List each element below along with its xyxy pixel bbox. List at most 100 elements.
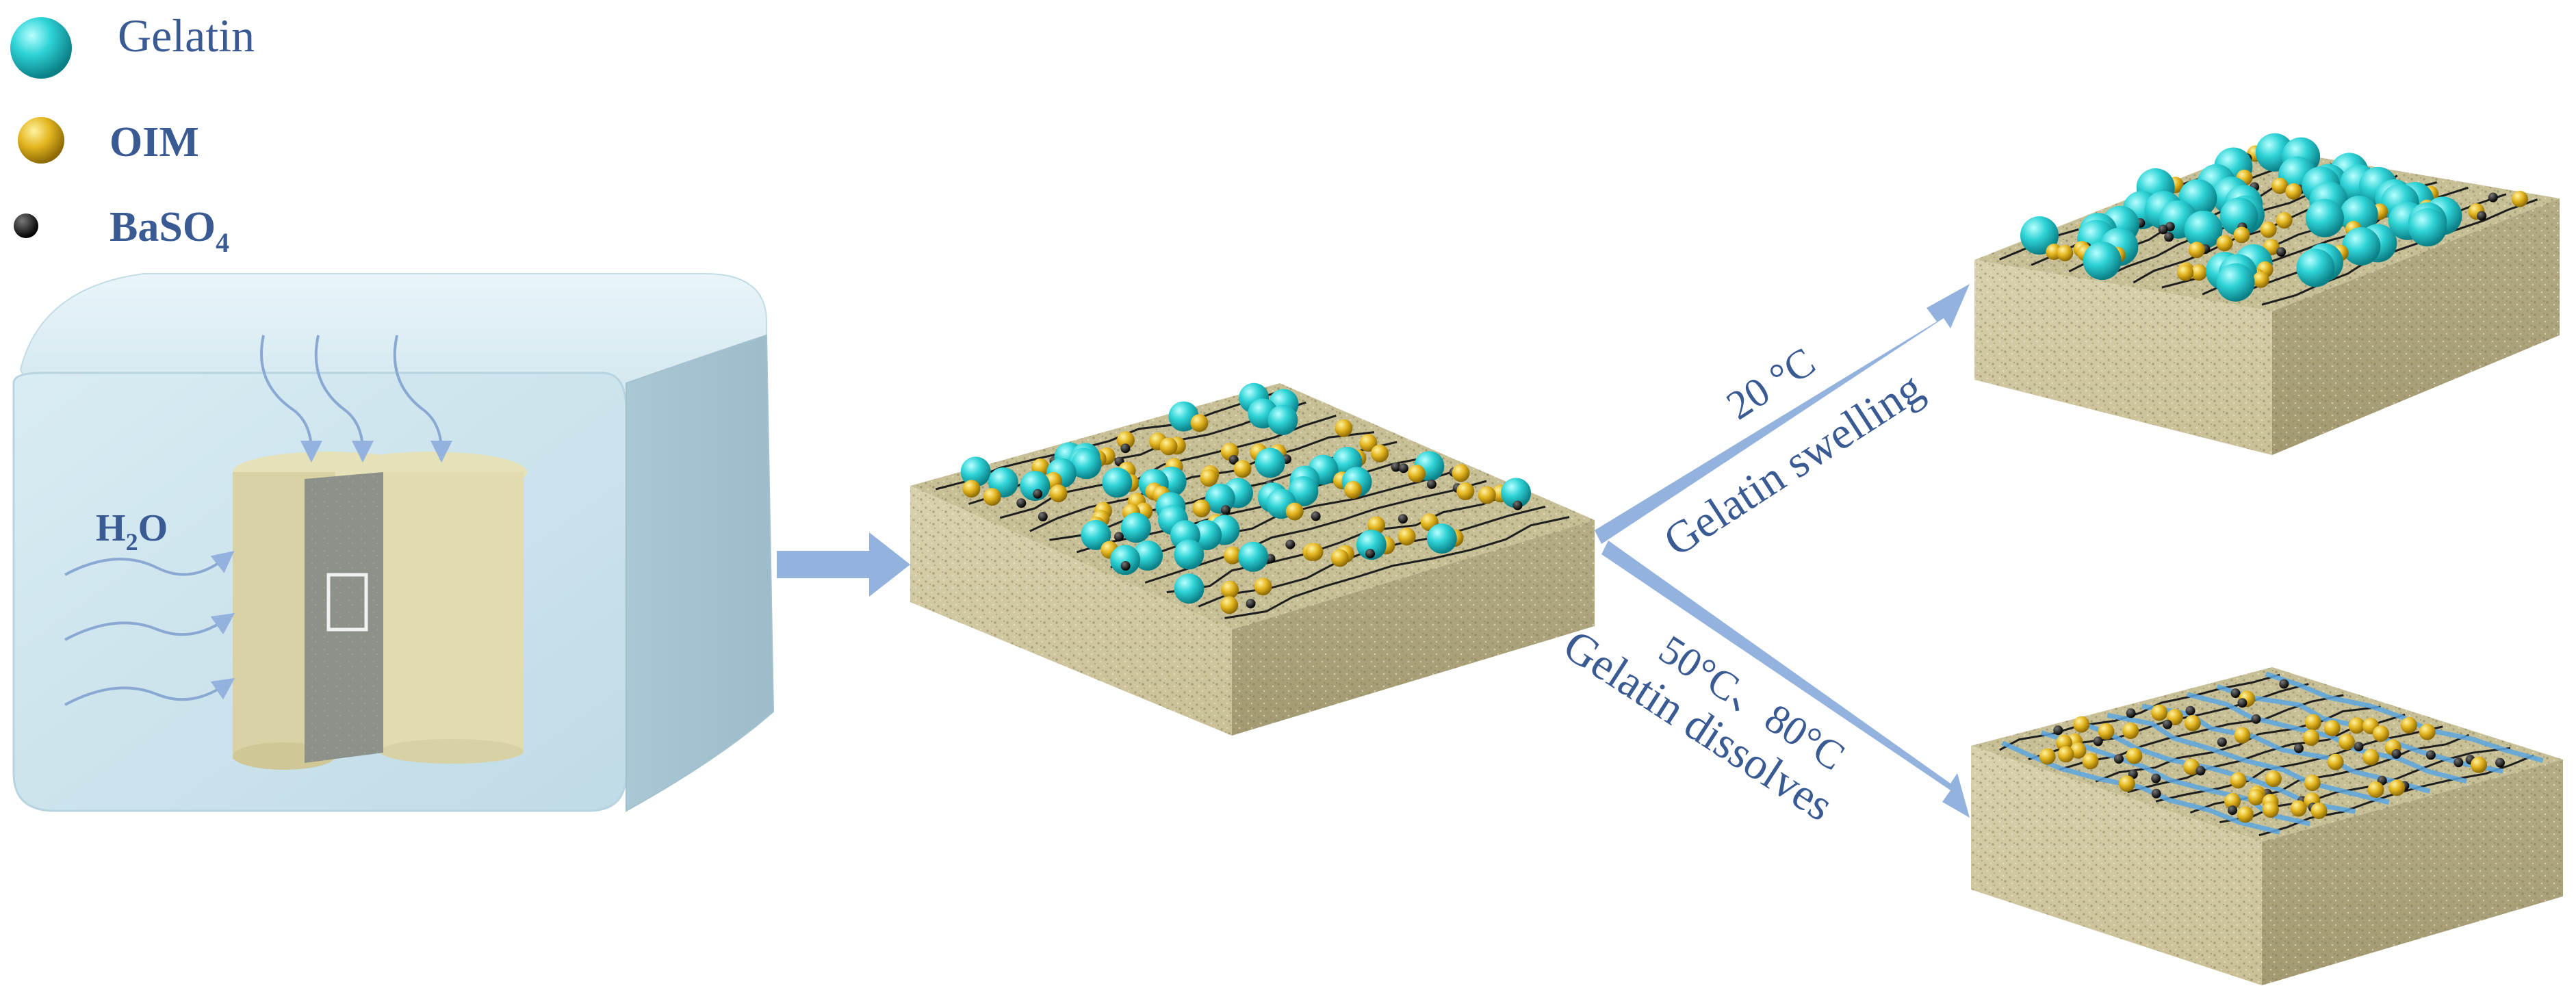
polymer-chain bbox=[1224, 516, 1570, 619]
gelatin-particle bbox=[1288, 476, 1319, 506]
swelling-slab-surface-particles bbox=[1999, 133, 2538, 306]
oim-particle bbox=[2057, 746, 2074, 763]
dissolved-gelatin-network bbox=[2187, 692, 2467, 784]
gelatin-particle bbox=[2083, 242, 2122, 281]
sample-core bbox=[233, 452, 527, 770]
oim-particle bbox=[1367, 516, 1386, 534]
dissolved-gelatin-network bbox=[2265, 671, 2544, 763]
baso4-particle bbox=[2354, 742, 2364, 752]
oim-particle bbox=[2348, 717, 2365, 734]
gelatin-particle bbox=[1081, 519, 1111, 550]
baso4-particle bbox=[1038, 512, 1048, 521]
gelatin-particle bbox=[1071, 449, 1102, 480]
baso4-particle bbox=[2391, 749, 2401, 759]
gelatin-particle bbox=[1254, 447, 1285, 478]
baso4-particle bbox=[2488, 192, 2498, 203]
oim-particle bbox=[2260, 221, 2277, 238]
gelatin-particle bbox=[2296, 248, 2335, 287]
baso4-particle bbox=[2237, 698, 2247, 708]
oim-particle bbox=[1305, 543, 1324, 561]
oim-particle bbox=[2177, 264, 2194, 281]
oim-particle bbox=[1220, 596, 1239, 614]
baso4-particle bbox=[2163, 719, 2172, 729]
oim-particle bbox=[2224, 792, 2241, 809]
baso4-particle bbox=[2425, 750, 2436, 760]
oim-particle bbox=[1049, 484, 1068, 503]
process-arrow bbox=[777, 532, 910, 597]
oim-particle bbox=[1456, 482, 1475, 500]
gelatin-particle bbox=[1426, 523, 1457, 554]
baso4-legend-icon bbox=[14, 213, 38, 238]
gelatin-particle bbox=[2305, 198, 2344, 237]
oim-particle bbox=[2262, 801, 2279, 818]
baso4-particle bbox=[1033, 489, 1043, 499]
baso4-particle bbox=[2114, 754, 2124, 764]
gelatin-particle bbox=[2219, 197, 2258, 236]
oim-particle bbox=[2188, 242, 2205, 259]
oim-particle bbox=[2183, 758, 2200, 775]
baso4-particle bbox=[2053, 725, 2063, 736]
oim-particle bbox=[1221, 580, 1239, 599]
oim-particle bbox=[2367, 781, 2384, 799]
baso4-particle bbox=[2230, 688, 2241, 699]
oim-particle bbox=[2126, 747, 2143, 764]
baso4-particle bbox=[2251, 714, 2261, 724]
baso4-particle bbox=[1398, 463, 1408, 473]
oim-particle bbox=[1408, 465, 1426, 483]
oim-particle bbox=[2118, 775, 2135, 792]
gelatin-particle bbox=[1501, 478, 1532, 508]
oim-particle bbox=[2057, 244, 2074, 261]
swelling-slab bbox=[1974, 133, 2560, 455]
gelatin-particle bbox=[2020, 216, 2059, 255]
baso4-particle bbox=[1365, 549, 1375, 559]
oim-particle bbox=[1371, 444, 1389, 463]
gelatin-particle bbox=[1120, 513, 1151, 543]
baso4-legend-label: BaSO4 bbox=[110, 204, 229, 258]
baso4-particle bbox=[2151, 788, 2161, 799]
gelatin-particle bbox=[1192, 520, 1222, 551]
polymer-chain bbox=[2059, 694, 2344, 771]
baso4-particle bbox=[1398, 514, 1408, 524]
oim-particle bbox=[2237, 806, 2254, 823]
oim-particle bbox=[1192, 500, 1211, 518]
dissolve-arrow bbox=[1601, 541, 1970, 818]
oim-particle bbox=[983, 488, 1001, 506]
oim-particle bbox=[1159, 437, 1178, 456]
baso4-particle bbox=[1228, 455, 1239, 465]
polymer-chain bbox=[1029, 431, 1375, 532]
oim-particle bbox=[2265, 770, 2282, 788]
baso4-particle bbox=[1246, 599, 1256, 609]
baso4-particle bbox=[2293, 743, 2304, 753]
oim-particle bbox=[2184, 714, 2201, 731]
oim-particle bbox=[1452, 464, 1470, 482]
baso4-particle bbox=[1311, 511, 1321, 521]
legend: Gelatin OIM BaSO4 bbox=[10, 10, 255, 258]
oim-particle bbox=[1117, 431, 1135, 450]
oim-particle bbox=[1190, 414, 1209, 432]
polymer-chain bbox=[1999, 673, 2280, 751]
baso4-particle bbox=[1016, 498, 1027, 508]
baso4-particle bbox=[2093, 736, 2103, 747]
gelatin-particle bbox=[2342, 226, 2381, 265]
oim-particle bbox=[2234, 727, 2251, 744]
oim-particle bbox=[2290, 800, 2307, 817]
initial-slab-surface-particles bbox=[936, 382, 1570, 619]
gelatin-legend-icon bbox=[10, 17, 72, 79]
oim-particle bbox=[2073, 716, 2090, 733]
gelatin-particle bbox=[960, 456, 991, 487]
oim-particle bbox=[2191, 264, 2208, 281]
oim-particle bbox=[1285, 502, 1304, 521]
dissolved-gelatin-network bbox=[2107, 712, 2390, 805]
baso4-particle bbox=[1512, 500, 1523, 510]
gelatin-particle bbox=[1174, 539, 1205, 570]
oim-particle bbox=[1344, 480, 1363, 499]
oim-particle bbox=[2303, 729, 2320, 746]
gelatin-particle bbox=[2408, 208, 2447, 247]
gelatin-particle bbox=[1267, 404, 1298, 435]
oim-particle bbox=[2400, 716, 2417, 734]
gelatin-particle bbox=[1356, 530, 1387, 560]
oim-particle bbox=[2216, 235, 2233, 252]
baso4-particle bbox=[2164, 232, 2174, 242]
initial-slab bbox=[910, 382, 1595, 736]
